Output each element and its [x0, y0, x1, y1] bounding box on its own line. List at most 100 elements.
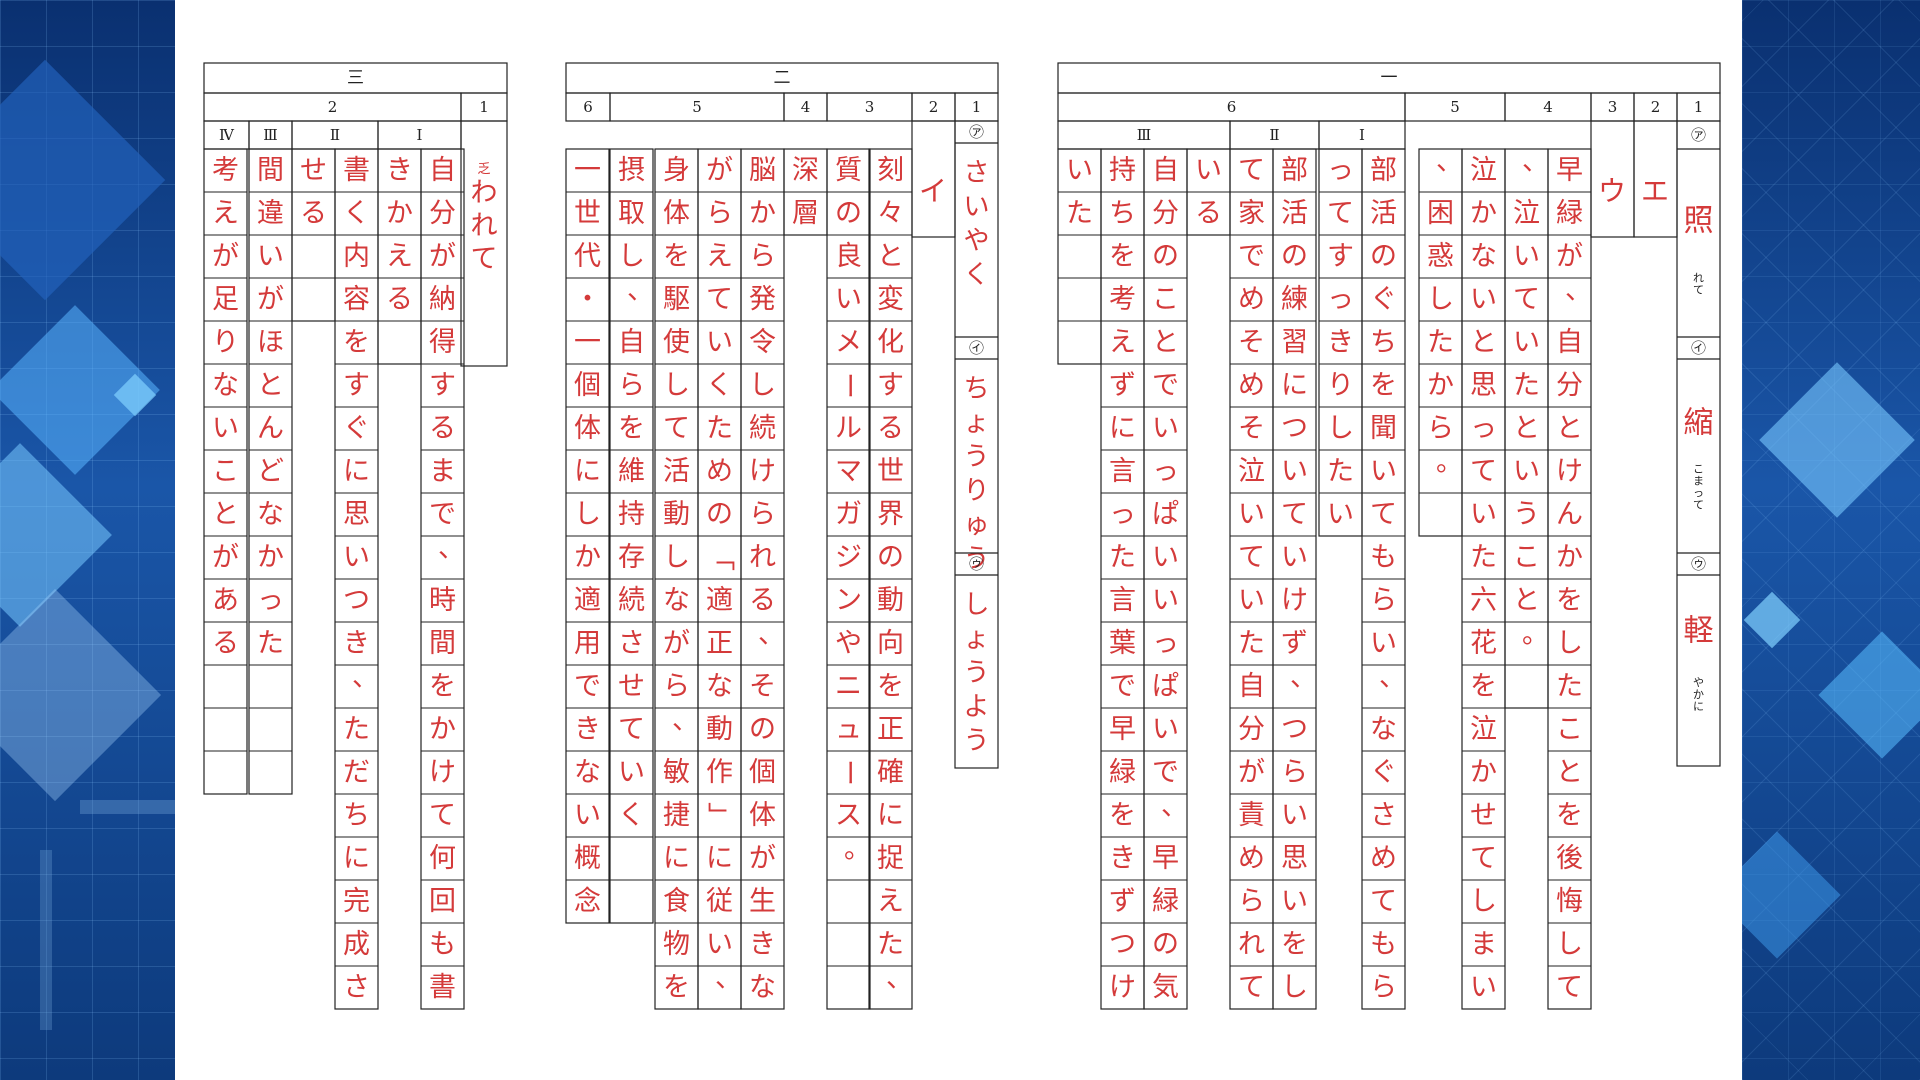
answer-char: し: [663, 370, 690, 401]
answer-char: い: [1370, 628, 1397, 659]
item-1-header-label: 1: [1694, 98, 1704, 116]
answer-char: し: [1556, 929, 1583, 960]
answer-char: る: [429, 413, 456, 444]
answer-char: を: [1109, 241, 1136, 272]
answer-char: い: [1470, 499, 1497, 530]
answer-char: 後: [1556, 843, 1583, 874]
item-marker: ㋐: [1691, 126, 1706, 144]
answer-char: と: [1470, 327, 1497, 358]
answer-char: ち: [963, 374, 989, 404]
answer-char: 使: [663, 327, 690, 358]
answer-char: が: [663, 628, 690, 659]
answer-char: 分: [1238, 714, 1265, 745]
answer-char: ー: [833, 759, 864, 786]
okurigana-char: か: [1693, 688, 1704, 701]
answer-char: 完: [343, 886, 370, 917]
answer-char: な: [749, 972, 776, 1003]
answer-char: 向: [877, 628, 904, 659]
answer-char: こ: [212, 456, 239, 487]
item-4-header-label: 4: [801, 98, 811, 116]
answer-char: 泣: [1470, 714, 1497, 745]
section-heading: 二: [774, 68, 791, 88]
answer-char: す: [343, 370, 370, 401]
answer-char: 容: [343, 284, 370, 315]
answer-char: ら: [663, 671, 690, 702]
answer-char: っ: [1327, 284, 1354, 315]
answer-char: し: [1556, 628, 1583, 659]
answer-char: 習: [1281, 327, 1308, 358]
answer-char: 世: [574, 198, 601, 229]
answer-char: 、: [715, 963, 742, 994]
answer-char: に: [343, 456, 370, 487]
subitem-4-header-label: Ⅳ: [219, 126, 235, 144]
answer-char: よ: [963, 692, 989, 722]
answer-char: 分: [1152, 198, 1179, 229]
answer-char: が: [212, 542, 239, 573]
answer-char: い: [1238, 499, 1265, 530]
answer-char: め: [1370, 843, 1397, 874]
answer-char: 泣: [1513, 198, 1540, 229]
answer-char: き: [749, 929, 776, 960]
answer-char: 自: [618, 327, 645, 358]
answer-char: る: [300, 198, 327, 229]
answer-char: と: [1152, 327, 1179, 358]
answer-char: る: [877, 413, 904, 444]
answer-char: 身: [663, 155, 690, 186]
answer-char: ウ: [1598, 175, 1626, 208]
answer-char: を: [343, 327, 370, 358]
answer-char: て: [1470, 843, 1497, 874]
answer-char: し: [574, 499, 601, 530]
answer-char: を: [1109, 800, 1136, 831]
answer-char: 分: [429, 198, 456, 229]
answer-char: 分: [1556, 370, 1583, 401]
answer-char: い: [1152, 413, 1179, 444]
answer-char: て: [1370, 499, 1397, 530]
answer-char: が: [1556, 241, 1583, 272]
answer-char: 令: [749, 327, 776, 358]
answer-char: 従: [706, 886, 733, 917]
answer-char: 部: [1281, 155, 1308, 186]
answer-char: に: [706, 843, 733, 874]
answer-char: ス: [835, 800, 862, 831]
answer-char: 緑: [1109, 757, 1136, 788]
answer-char: わ: [471, 178, 498, 209]
answer-char: ュ: [835, 714, 862, 745]
answer-char: が: [429, 241, 456, 272]
answer-char: ら: [1370, 585, 1397, 616]
answer-char: て: [706, 284, 733, 315]
answer-char: 動: [663, 499, 690, 530]
answer-char: せ: [1470, 800, 1497, 831]
answer-char: 早: [1556, 155, 1583, 186]
answer-char: て: [1238, 542, 1265, 573]
answer-char: 得: [429, 327, 456, 358]
answer-char: 作: [706, 757, 733, 788]
answer-char: て: [663, 413, 690, 444]
answer-char: れ: [471, 211, 498, 242]
answer-char: け: [1109, 972, 1136, 1003]
answer-char: い: [1370, 456, 1397, 487]
answer-char: た: [1238, 628, 1265, 659]
answer-char: ゅ: [963, 510, 989, 540]
answer-char: め: [1238, 843, 1265, 874]
answer-char: 回: [429, 886, 456, 917]
answer-char: 適: [706, 585, 733, 616]
answer-char: 深: [792, 155, 819, 186]
answer-char: と: [877, 241, 904, 272]
answer-char: 発: [749, 284, 776, 315]
answer-char: 軽: [1684, 614, 1714, 649]
item-6-header: [565, 92, 611, 122]
answer-char: 成: [343, 929, 370, 960]
answer-char: 活: [1281, 198, 1308, 229]
answer-char: と: [1556, 757, 1583, 788]
answer-char: き: [343, 628, 370, 659]
answer-char: す: [1327, 241, 1354, 272]
answer-char: 良: [835, 241, 862, 272]
answer-char: く: [343, 198, 370, 229]
answer-char: て: [429, 800, 456, 831]
item-marker: ㋒: [1691, 555, 1706, 573]
answer-char: と: [1513, 413, 1540, 444]
answer-char: 念: [574, 886, 601, 917]
section-heading: 三: [347, 68, 364, 88]
answer-char: も: [1370, 542, 1397, 573]
answer-char: 自: [1238, 671, 1265, 702]
